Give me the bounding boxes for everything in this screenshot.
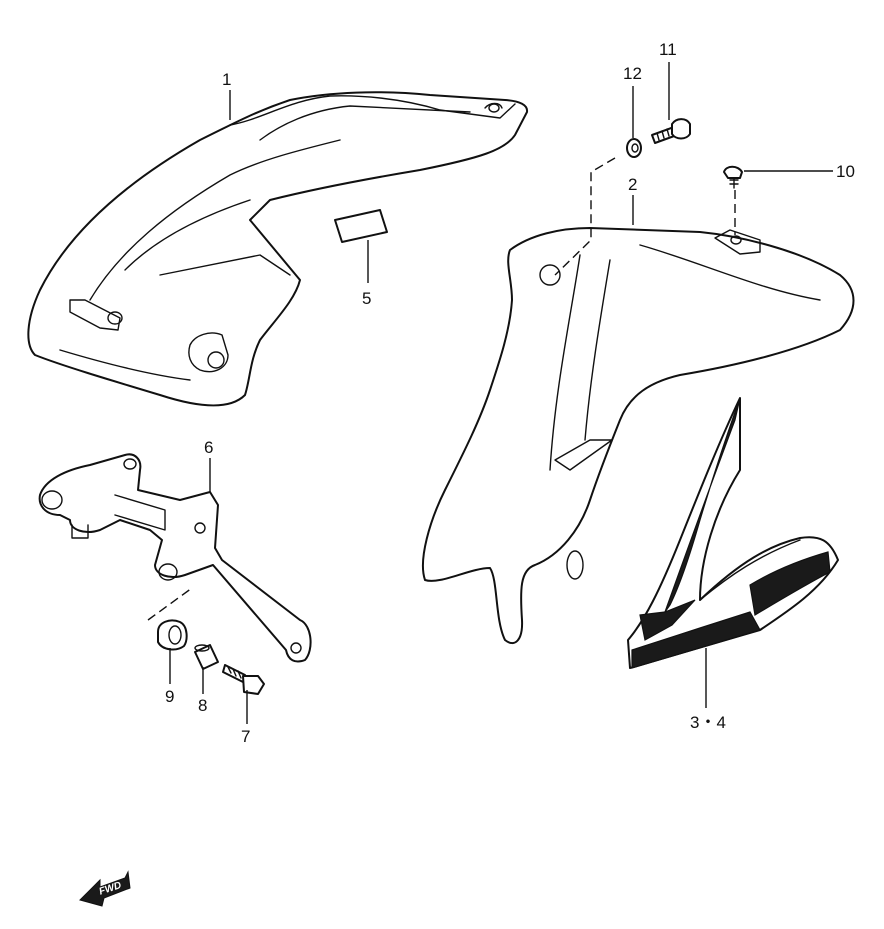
part-7-bolt [222,664,265,695]
callout-labels: 1 2 3・4 5 6 7 8 9 10 11 12 [165,40,855,746]
callout-12: 12 [623,64,642,83]
part-9-grommet [157,619,188,651]
part-11-bolt [651,118,691,144]
forward-arrow-icon: FWD [79,870,131,907]
callout-3-4: 3・4 [690,713,726,732]
part-10-clip [723,165,743,189]
callout-6: 6 [204,438,213,457]
part-6-bracket [38,453,312,663]
callout-10: 10 [836,162,855,181]
leader-lines [147,62,833,724]
part-2-side-cover [421,227,855,645]
callout-9: 9 [165,687,174,706]
part-12-washer [626,138,642,158]
callout-7: 7 [241,727,250,746]
callout-5: 5 [362,289,371,308]
callout-1: 1 [222,70,231,89]
part-5-pad [334,209,388,243]
part-1-shroud [27,91,529,407]
part-8-collar [194,644,219,670]
callout-2: 2 [628,175,637,194]
callout-11: 11 [659,40,677,59]
callout-8: 8 [198,696,207,715]
part-3-4-decal [627,397,839,669]
